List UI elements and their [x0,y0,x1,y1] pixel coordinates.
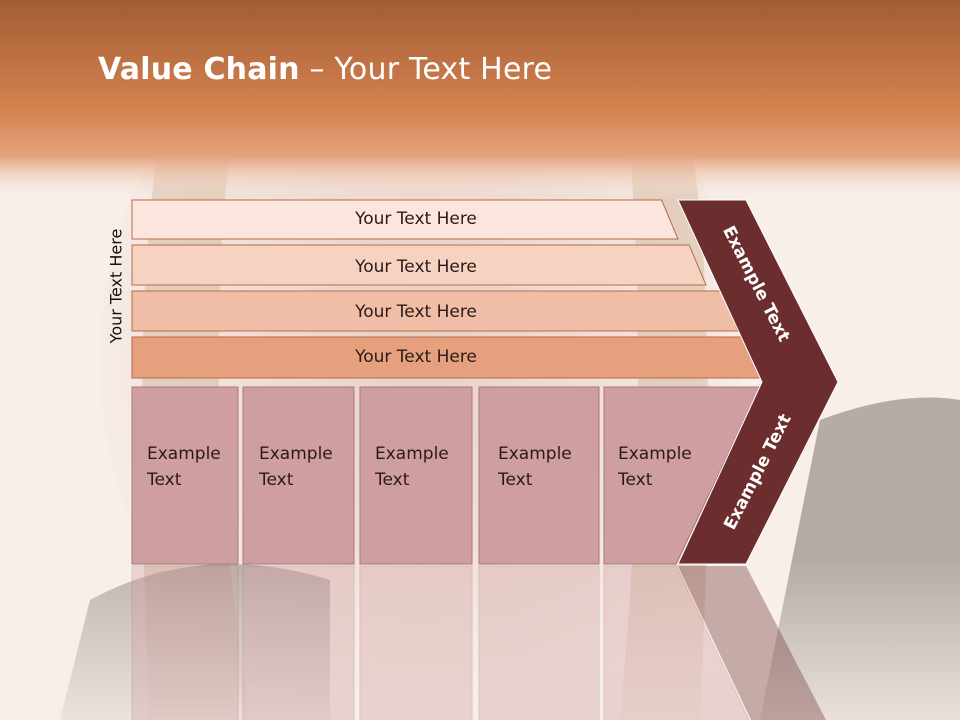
cell-label-4: Example Text [498,444,572,490]
cell-label-1: Example Text [147,444,221,490]
row-label-4: Your Text Here [355,347,477,367]
title-rest-part: – Your Text Here [299,52,553,87]
value-chain-cell [603,386,761,565]
value-chain-cell [242,386,355,565]
title-bold-part: Value Chain [98,52,300,87]
slide-title: Value Chain – Your Text Here [98,52,552,87]
value-chain-row [131,244,707,286]
row-label-1: Your Text Here [355,209,477,229]
cell-label-2: Example Text [259,444,333,490]
value-chain-arrow [677,199,839,565]
cell-label-3: Example Text [375,444,449,490]
row-label-3: Your Text Here [355,302,477,322]
value-chain-cell [359,386,473,565]
cell-label-5: Example Text [618,444,692,490]
value-chain-cell [131,386,239,565]
row-label-2: Your Text Here [355,257,477,277]
value-chain-cell [478,386,600,565]
value-chain-row [131,199,679,240]
